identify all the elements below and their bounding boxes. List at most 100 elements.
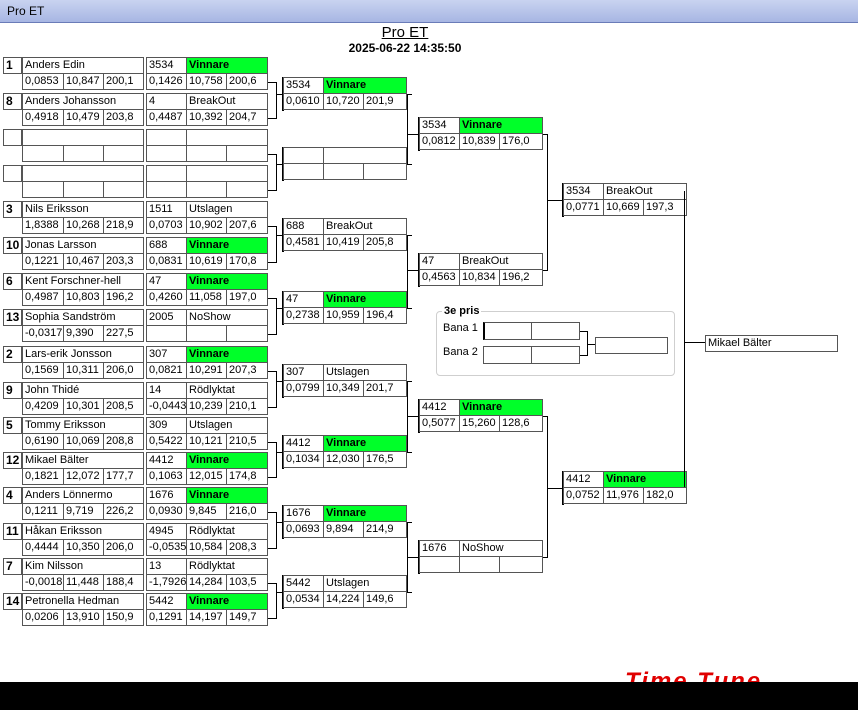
elapsed-time: 10,069 bbox=[63, 433, 104, 450]
connector bbox=[543, 416, 548, 417]
driver-name bbox=[22, 129, 144, 146]
top-speed-2: 170,8 bbox=[226, 253, 268, 270]
result-status: Rödlyktat bbox=[186, 382, 268, 399]
connector bbox=[547, 416, 548, 558]
connector bbox=[268, 618, 276, 619]
car-number: 3534 bbox=[283, 77, 324, 94]
elapsed-time: 10,479 bbox=[63, 109, 104, 126]
elapsed-time-2: 9,845 bbox=[186, 503, 227, 520]
window-title: Pro ET bbox=[7, 4, 45, 18]
top-speed bbox=[103, 181, 144, 198]
top-speed-2: 216,0 bbox=[226, 503, 268, 520]
elapsed-time: 9,390 bbox=[63, 325, 104, 342]
lane1-input-2[interactable] bbox=[531, 322, 580, 340]
connector bbox=[276, 82, 277, 119]
driver-name: Kent Forschner-hell bbox=[22, 273, 144, 290]
reaction-time-2: 0,0930 bbox=[146, 503, 187, 520]
driver-name: John Thidé bbox=[22, 382, 144, 399]
car-number: 4412 bbox=[283, 435, 324, 452]
result-status bbox=[186, 129, 268, 146]
car-number: 307 bbox=[146, 346, 187, 363]
result-status: Utslagen bbox=[186, 201, 268, 218]
final-connector bbox=[684, 191, 685, 487]
car-number: 1676 bbox=[283, 505, 324, 522]
connector bbox=[407, 557, 419, 558]
reaction-time: -0,0018 bbox=[22, 574, 64, 591]
driver-name: Petronella Hedman bbox=[22, 593, 144, 610]
car-number: 307 bbox=[283, 364, 324, 381]
connector bbox=[276, 381, 283, 382]
car-number: 5442 bbox=[283, 575, 324, 592]
driver-name: Mikael Bälter bbox=[22, 452, 144, 469]
lane2-input-2[interactable] bbox=[531, 346, 580, 364]
connector bbox=[276, 371, 277, 408]
result-status: Vinnare bbox=[459, 399, 543, 416]
connector bbox=[276, 226, 277, 263]
connector bbox=[407, 94, 412, 95]
car-number: 4412 bbox=[146, 452, 187, 469]
elapsed-time: 10,803 bbox=[63, 289, 104, 306]
result-status: Vinnare bbox=[323, 77, 407, 94]
elapsed-time-2: 11,058 bbox=[186, 289, 227, 306]
reaction-time: 0,1821 bbox=[22, 468, 64, 485]
elapsed-time-2: 14,197 bbox=[186, 609, 227, 626]
lane1-input[interactable] bbox=[483, 322, 532, 340]
third-line-d bbox=[587, 344, 595, 345]
reaction-time bbox=[419, 556, 460, 573]
elapsed-time: 9,894 bbox=[323, 521, 364, 538]
top-speed: 205,8 bbox=[363, 234, 407, 251]
car-number: 1676 bbox=[146, 487, 187, 504]
result-status: Vinnare bbox=[186, 273, 268, 290]
car-number: 1676 bbox=[419, 540, 460, 557]
reaction-time: 0,0206 bbox=[22, 609, 64, 626]
top-speed bbox=[499, 556, 543, 573]
result-status: Rödlyktat bbox=[186, 523, 268, 540]
result-status: Vinnare bbox=[323, 435, 407, 452]
connector bbox=[276, 154, 277, 191]
driver-name: Nils Eriksson bbox=[22, 201, 144, 218]
reaction-time bbox=[22, 181, 64, 198]
connector bbox=[268, 82, 276, 83]
car-number: 688 bbox=[146, 237, 187, 254]
top-speed: 203,8 bbox=[103, 109, 144, 126]
connector bbox=[276, 442, 277, 478]
elapsed-time: 10,350 bbox=[63, 539, 104, 556]
car-number: 14 bbox=[146, 382, 187, 399]
final-connector-h bbox=[684, 342, 705, 343]
driver-name: Anders Johansson bbox=[22, 93, 144, 110]
elapsed-time-2: 10,619 bbox=[186, 253, 227, 270]
connector bbox=[407, 94, 408, 165]
top-speed: 182,0 bbox=[643, 487, 687, 504]
elapsed-time bbox=[63, 181, 104, 198]
connector bbox=[407, 134, 419, 135]
connector bbox=[268, 298, 276, 299]
top-speed: 150,9 bbox=[103, 609, 144, 626]
top-speed: 177,7 bbox=[103, 468, 144, 485]
reaction-time-2: 0,0821 bbox=[146, 362, 187, 379]
lane1-label: Bana 1 bbox=[443, 322, 478, 334]
connector bbox=[268, 548, 276, 549]
third-line-a bbox=[580, 331, 587, 332]
car-number: 309 bbox=[146, 417, 187, 434]
result-status: Vinnare bbox=[186, 237, 268, 254]
result-status: Vinnare bbox=[323, 505, 407, 522]
reaction-time: 0,4581 bbox=[283, 234, 324, 251]
connector bbox=[276, 94, 283, 95]
connector bbox=[543, 270, 548, 271]
third-line-b bbox=[580, 355, 587, 356]
result-status: Utslagen bbox=[323, 575, 407, 592]
result-status: Vinnare bbox=[186, 346, 268, 363]
top-speed-2: 204,7 bbox=[226, 109, 268, 126]
connector bbox=[268, 583, 276, 584]
car-number bbox=[146, 129, 187, 146]
elapsed-time: 10,467 bbox=[63, 253, 104, 270]
elapsed-time: 9,719 bbox=[63, 503, 104, 520]
result-status: NoShow bbox=[186, 309, 268, 326]
driver-name: Sophia Sandström bbox=[22, 309, 144, 326]
top-speed: 128,6 bbox=[499, 415, 543, 432]
reaction-time: 0,0853 bbox=[22, 73, 64, 90]
top-speed: 208,8 bbox=[103, 433, 144, 450]
connector bbox=[268, 118, 276, 119]
lane2-input[interactable] bbox=[483, 346, 532, 364]
reaction-time-2 bbox=[146, 145, 187, 162]
